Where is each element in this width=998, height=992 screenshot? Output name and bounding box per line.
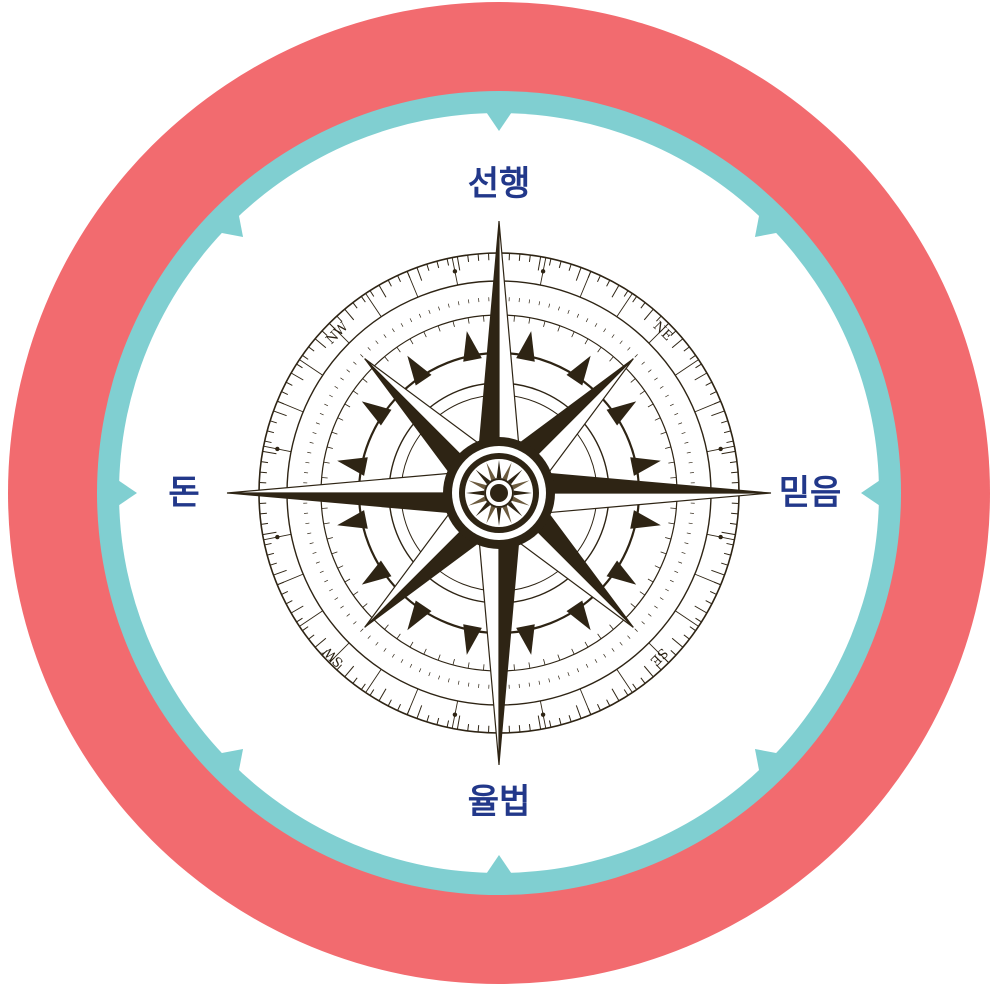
label-west: 돈: [168, 476, 199, 510]
label-east: 믿음: [779, 476, 842, 510]
center-medallion: [443, 437, 555, 549]
label-south: 율법: [468, 785, 531, 819]
label-north: 선행: [468, 167, 531, 201]
